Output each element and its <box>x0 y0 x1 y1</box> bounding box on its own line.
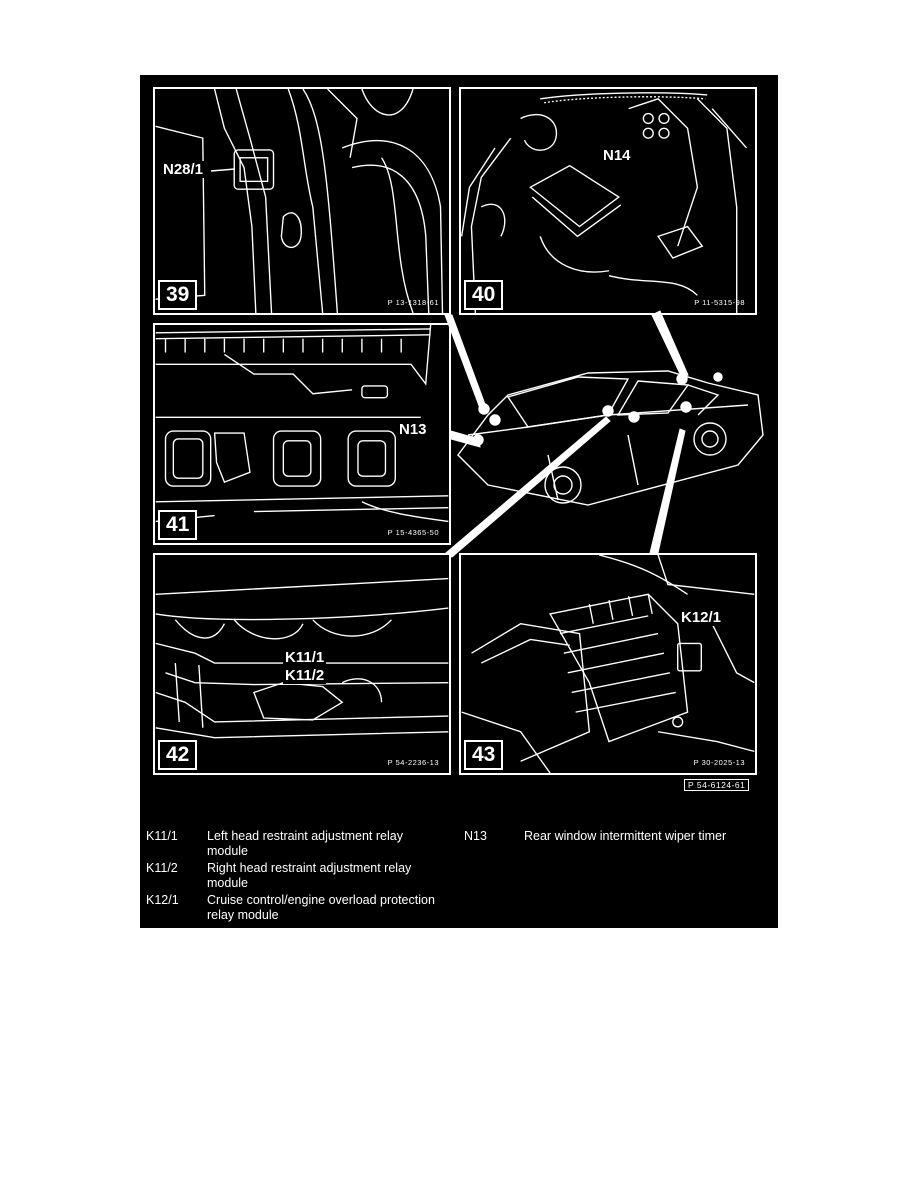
legend-code: N13 <box>464 829 487 843</box>
panel-43-illustration <box>461 555 755 773</box>
panel-ref-40: P 11-5315-98 <box>694 298 745 307</box>
callout-k11-2: K11/2 <box>283 667 327 684</box>
panel-number-42: 42 <box>158 740 198 770</box>
callout-n28-1: N28/1 <box>161 161 206 178</box>
panel-number-39: 39 <box>158 280 198 310</box>
callout-k12-1: K12/1 <box>679 609 724 626</box>
legend-code: K11/1 <box>146 829 178 843</box>
figure-reference: P 54-6124-61 <box>684 779 750 791</box>
vehicle-illustration <box>457 370 764 506</box>
legend-code: K11/2 <box>146 861 178 875</box>
connector-lines <box>444 310 689 558</box>
panel-number-40: 40 <box>464 280 504 310</box>
panel-number-41: 41 <box>158 510 198 540</box>
legend-desc: Rear window intermittent wiper timer <box>524 829 727 843</box>
callout-n13: N13 <box>397 421 429 438</box>
diagram-sheet: N28/1 39 P 13-1318-61 N14 40 P 11-5315-9… <box>140 75 778 928</box>
callout-n14: N14 <box>601 147 633 164</box>
callout-k11-1: K11/1 <box>283 649 327 666</box>
legend-desc: Cruise control/engine overload protectio… <box>207 893 435 922</box>
panel-39: N28/1 39 P 13-1318-61 <box>153 87 451 315</box>
panel-ref-42: P 54-2236-13 <box>387 758 439 767</box>
legend: K11/1 Left head restraint adjustment rel… <box>140 827 778 927</box>
legend-desc: Right head restraint adjustment relay mo… <box>207 861 412 890</box>
panel-ref-43: P 30-2025-13 <box>693 758 745 767</box>
panel-41: N13 41 P 15-4365-50 <box>153 323 451 545</box>
panel-43: K12/1 43 P 30-2025-13 <box>459 553 757 775</box>
panel-42: K11/1 K11/2 42 P 54-2236-13 <box>153 553 451 775</box>
panel-ref-39: P 13-1318-61 <box>387 298 439 307</box>
panel-number-43: 43 <box>464 740 504 770</box>
legend-desc: Left head restraint adjustment relay mod… <box>207 829 403 858</box>
panel-40-illustration <box>461 92 748 313</box>
legend-code: K12/1 <box>146 893 179 907</box>
panel-ref-41: P 15-4365-50 <box>387 528 439 537</box>
panel-40: N14 40 P 11-5315-98 <box>459 87 757 315</box>
panel-41-illustration <box>155 325 449 523</box>
leader-line-n28-1 <box>210 168 236 172</box>
